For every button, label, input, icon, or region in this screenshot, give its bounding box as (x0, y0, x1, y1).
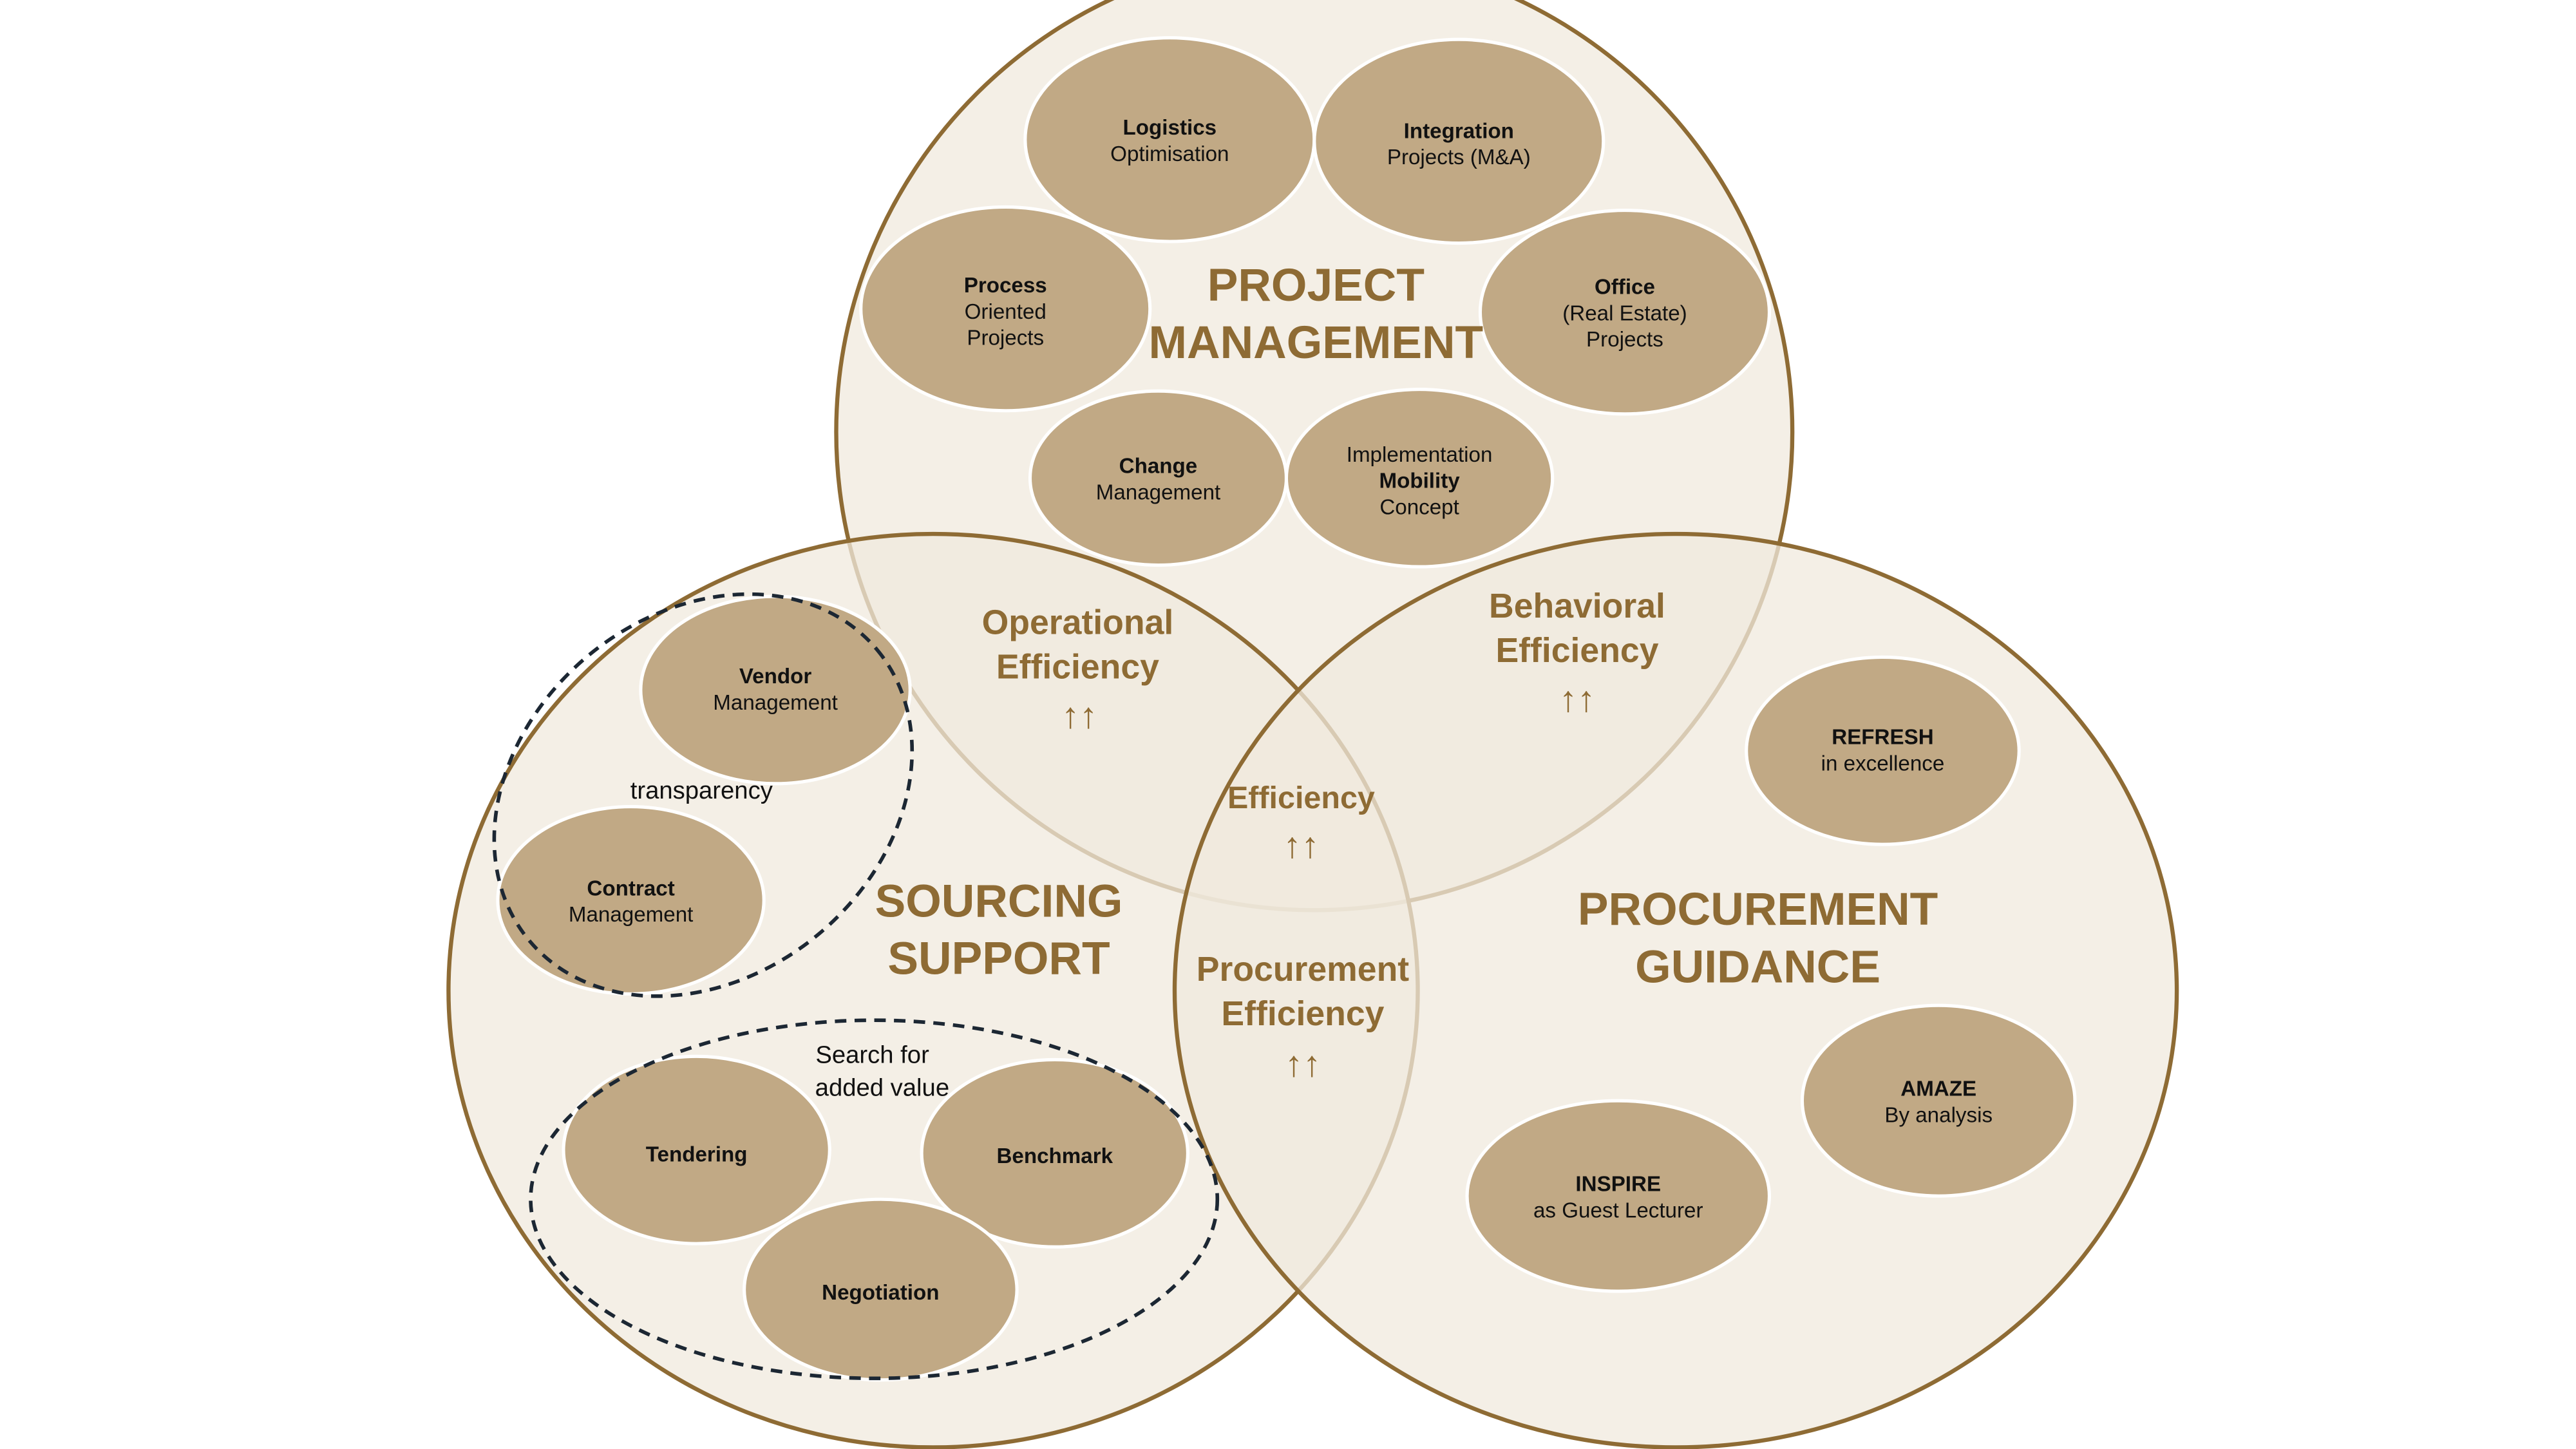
node-change-sub: Management (1096, 481, 1221, 505)
node-amaze-title: AMAZE (1900, 1077, 1976, 1101)
node-mobility-sub: Concept (1379, 495, 1459, 519)
operational-efficiency-line1: Operational (982, 604, 1174, 642)
procurement-efficiency-line2: Efficiency (1221, 995, 1384, 1033)
node-amaze: AMAZE By analysis (1800, 1003, 2077, 1198)
group-transparency-outline (492, 592, 914, 998)
node-tendering-title: Tendering (646, 1143, 748, 1167)
node-benchmark-title: Benchmark (996, 1144, 1113, 1168)
behavioral-efficiency-line2: Efficiency (1495, 632, 1658, 670)
node-inspire-sub: as Guest Lecturer (1533, 1198, 1703, 1222)
node-vendor-sub: Management (713, 691, 838, 715)
group-added-value-outline (529, 1018, 1220, 1381)
node-mobility-title: Mobility (1379, 469, 1460, 493)
group-added-value-line1: Search for (815, 1041, 929, 1069)
node-refresh: REFRESH in excellence (1745, 655, 2021, 846)
node-logistics: Logistics Optimisation (1023, 36, 1316, 243)
node-inspire: INSPIRE as Guest Lecturer (1465, 1099, 1771, 1293)
node-negotiation-title: Negotiation (822, 1281, 939, 1305)
node-logistics-title: Logistics (1123, 116, 1217, 140)
node-change: Change Management (1028, 389, 1288, 567)
node-vendor-title: Vendor (739, 665, 811, 688)
procurement-efficiency-line1: Procurement (1197, 951, 1410, 989)
center-efficiency-arrows: ↑↑ (1283, 825, 1319, 866)
node-process-sub: Oriented (965, 300, 1046, 324)
behavioral-efficiency-arrows: ↑↑ (1559, 679, 1595, 719)
node-refresh-sub: in excellence (1821, 752, 1945, 775)
node-contract-title: Contract (587, 876, 674, 900)
circle-titles: PROJECT MANAGEMENT SOURCING SUPPORT PROC… (875, 260, 1938, 993)
node-inspire-title: INSPIRE (1575, 1172, 1661, 1196)
node-integration-title: Integration (1404, 119, 1514, 143)
operational-efficiency-line2: Efficiency (996, 649, 1159, 687)
node-mobility-pre: Implementation (1347, 443, 1493, 467)
node-contract: Contract Management (496, 805, 766, 996)
sourcing-support-title-line2: SUPPORT (887, 933, 1110, 985)
node-process-sub2: Projects (967, 327, 1044, 350)
group-transparency-label: transparency (630, 777, 773, 804)
node-office: Office (Real Estate) Projects (1478, 208, 1771, 416)
procurement-nodes: REFRESH in excellence AMAZE By analysis … (1465, 655, 2077, 1293)
node-integration: Integration Projects (M&A) (1312, 37, 1605, 245)
project-nodes: Logistics Optimisation Integration Proje… (859, 36, 1771, 569)
node-refresh-title: REFRESH (1832, 726, 1933, 750)
group-added-value-line2: added value (815, 1074, 949, 1102)
node-tendering: Tendering (562, 1054, 831, 1245)
behavioral-efficiency-line1: Behavioral (1489, 587, 1665, 625)
procurement-efficiency-arrows: ↑↑ (1285, 1043, 1321, 1084)
node-integration-sub: Projects (M&A) (1387, 146, 1531, 169)
node-contract-sub: Management (569, 903, 694, 927)
dashed-groups: transparency Search for added value (492, 592, 1220, 1381)
node-logistics-sub: Optimisation (1110, 142, 1229, 166)
project-management-title-line2: MANAGEMENT (1149, 317, 1484, 368)
node-office-sub: (Real Estate) (1562, 301, 1687, 325)
node-negotiation: Negotiation (743, 1197, 1019, 1382)
procurement-guidance-title-line2: GUIDANCE (1635, 942, 1880, 993)
operational-efficiency-arrows: ↑↑ (1061, 695, 1097, 735)
node-vendor: Vendor Management (639, 594, 912, 786)
node-process: Process Oriented Projects (859, 205, 1152, 413)
overlap-labels: Operational Efficiency ↑↑ Behavioral Eff… (982, 587, 1665, 1084)
project-management-title-line1: PROJECT (1208, 260, 1425, 311)
procurement-guidance-title-line1: PROCUREMENT (1578, 884, 1938, 935)
node-office-sub2: Projects (1586, 328, 1663, 352)
center-efficiency-line1: Efficiency (1227, 781, 1375, 815)
sourcing-support-title-line1: SOURCING (875, 875, 1123, 927)
node-process-title: Process (964, 274, 1047, 298)
node-change-title: Change (1119, 455, 1198, 478)
sourcing-nodes: Vendor Management Contract Management Te… (496, 594, 1189, 1382)
node-mobility: Implementation Mobility Concept (1284, 388, 1555, 569)
node-benchmark: Benchmark (920, 1057, 1189, 1249)
node-amaze-sub: By analysis (1884, 1103, 1993, 1127)
node-office-title: Office (1595, 276, 1655, 299)
